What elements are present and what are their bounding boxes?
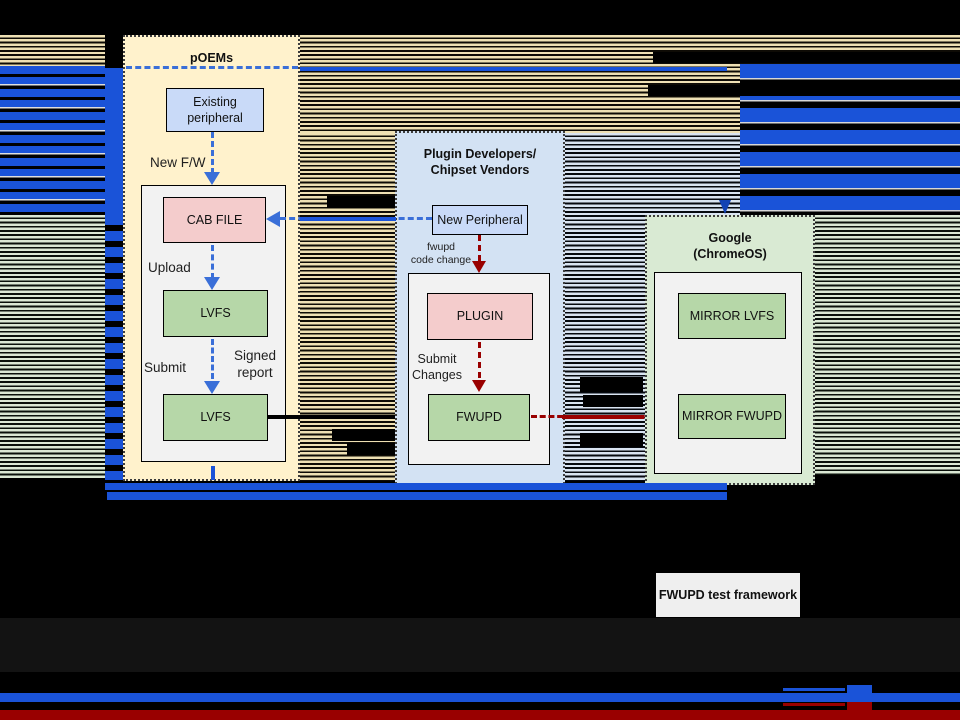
glitch-black-tail xyxy=(872,705,907,708)
glitch-black-bar xyxy=(580,433,643,447)
glitch-blue-bottom-band xyxy=(0,693,960,702)
label-upload: Upload xyxy=(148,260,191,275)
glitch-stripes-cream-gap1 xyxy=(300,133,395,481)
group-plugin-vendors-title: Plugin Developers/ Chipset Vendors xyxy=(423,147,537,178)
edge-lvfs-to-fwupd-line xyxy=(268,415,415,419)
glitch-blue-dash-remnant xyxy=(211,466,215,480)
glitch-red-square xyxy=(847,702,872,720)
glitch-red-bottom-band xyxy=(0,710,960,720)
node-fwupd: FWUPD xyxy=(428,394,530,441)
glitch-black-bar xyxy=(332,429,395,441)
glitch-black-bar xyxy=(580,377,643,392)
edge-poems-top-dashed-line xyxy=(126,66,298,69)
edge-existing-to-cab-line xyxy=(211,132,214,174)
edge-newperipheral-to-cab-arrowhead xyxy=(266,211,280,227)
glitch-stripes-cream-mid xyxy=(300,64,740,133)
glitch-black-bar xyxy=(653,52,960,63)
edge-lvfs-to-lvfs-line xyxy=(211,339,214,379)
glitch-black-bar xyxy=(327,196,395,208)
glitch-stripes-cream-left xyxy=(0,35,105,66)
label-submit: Submit xyxy=(144,360,187,375)
glitch-stripes-green-right xyxy=(815,215,960,475)
label-fwupd-code-change: fwupd code change xyxy=(410,241,472,267)
label-submit-changes: Submit Changes xyxy=(411,352,463,382)
bottom-dark-band xyxy=(0,618,960,672)
label-signed-report: Signed report xyxy=(233,348,277,380)
node-lvfs-submit: LVFS xyxy=(163,394,268,441)
glitch-black-bar xyxy=(347,443,395,455)
glitch-stripes-blue-left xyxy=(0,66,105,215)
group-google-title: Google (ChromeOS) xyxy=(693,231,767,262)
glitch-blue-band xyxy=(107,492,727,500)
label-new-fw: New F/W xyxy=(150,155,206,170)
node-lvfs-upload: LVFS xyxy=(163,290,268,337)
node-cab-file: CAB FILE xyxy=(163,197,266,243)
node-new-peripheral: New Peripheral xyxy=(432,205,528,235)
glitch-solid-blue-segment xyxy=(300,217,396,221)
edge-plugin-to-fwupd-arrowhead xyxy=(472,380,486,392)
glitch-black-bar xyxy=(583,395,643,407)
glitch-blue-strip-solid xyxy=(105,68,123,215)
edge-newperipheral-to-plugin-arrowhead xyxy=(472,261,486,273)
glitch-blue-square xyxy=(847,685,872,702)
glitch-blue-band xyxy=(105,483,727,490)
glitch-blue-thin-line xyxy=(783,688,845,691)
glitch-solid-blue-line xyxy=(300,67,727,71)
glitch-red-thin-line xyxy=(783,703,845,706)
node-mirror-fwupd: MIRROR FWUPD xyxy=(678,394,786,439)
node-mirror-lvfs: MIRROR LVFS xyxy=(678,293,786,339)
group-poems-title: pOEMs xyxy=(189,51,234,65)
edge-plugin-to-fwupd-line xyxy=(478,342,481,378)
glitch-blue-strip-dashed xyxy=(105,215,123,480)
edge-newperipheral-to-plugin-line xyxy=(478,235,481,261)
node-fwupd-test-framework: FWUPD test framework xyxy=(656,573,800,617)
glitch-arrow-down-icon xyxy=(719,200,731,214)
node-plugin: PLUGIN xyxy=(427,293,533,340)
edge-existing-to-cab-arrowhead xyxy=(204,172,220,185)
glitch-stripes-green-left xyxy=(0,215,105,478)
edge-cab-to-lvfs-arrowhead xyxy=(204,277,220,290)
edge-lvfs-to-lvfs-arrowhead xyxy=(204,381,220,394)
glitch-black-bar xyxy=(648,85,960,96)
glitch-solid-red-segment xyxy=(562,415,644,419)
edge-cab-to-lvfs-line xyxy=(211,245,214,279)
node-existing-peripheral: Existing peripheral xyxy=(166,88,264,132)
